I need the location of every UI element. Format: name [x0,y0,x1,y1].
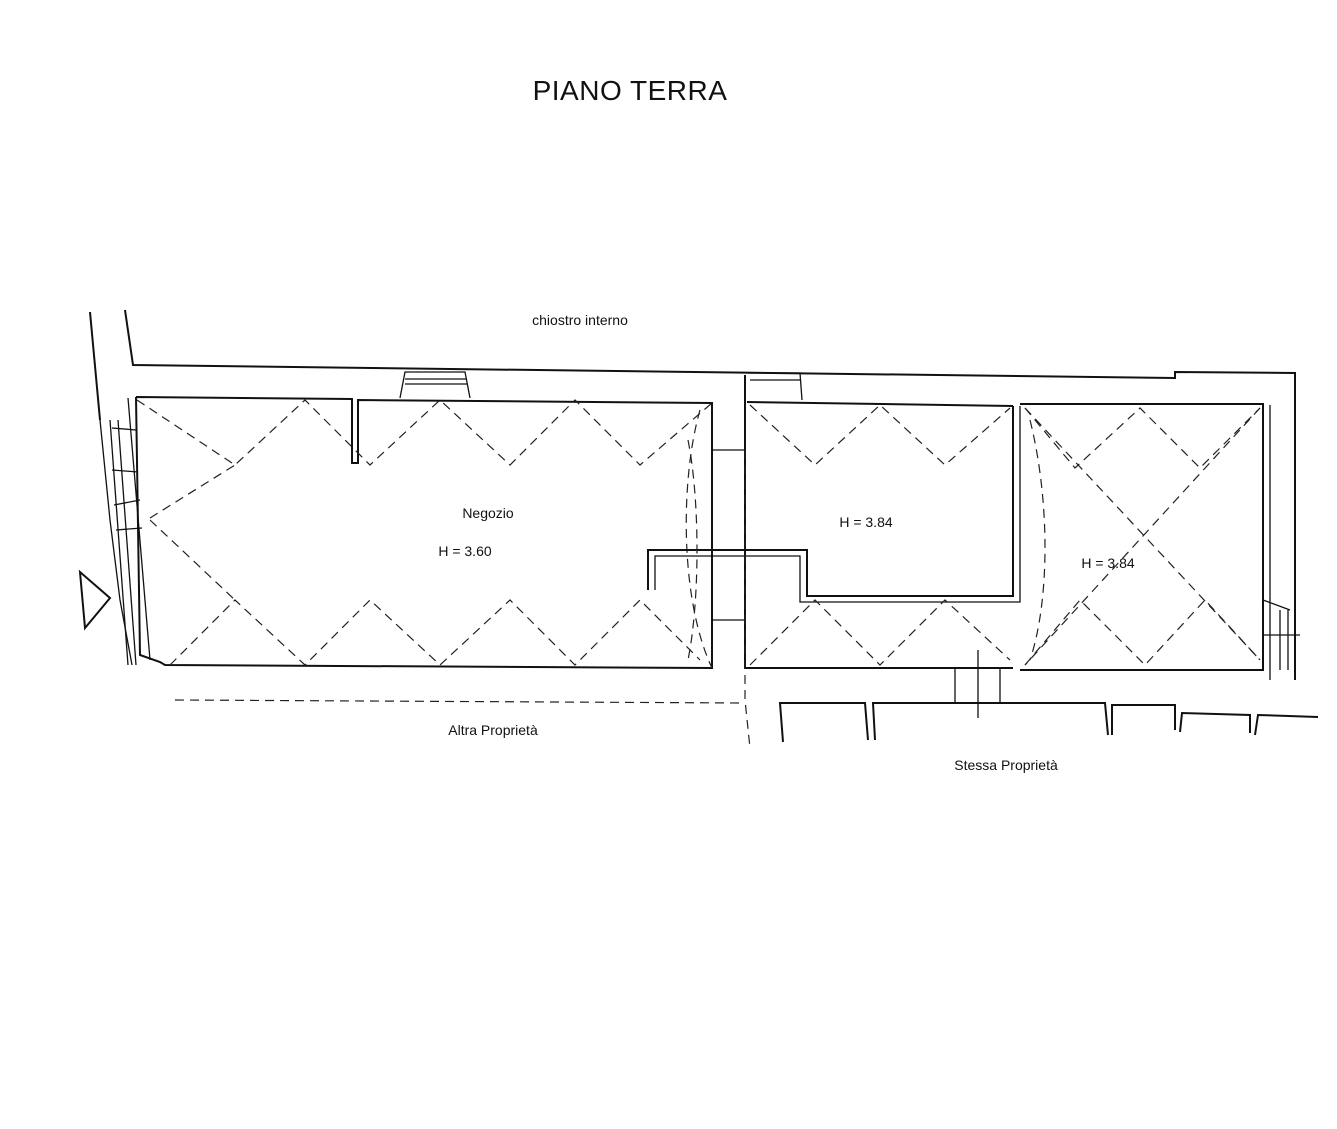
room-3 [1020,403,1300,680]
room3-height-label: H = 3.84 [1081,555,1135,571]
same-property-label: Stessa Proprietà [954,757,1058,773]
boundary-lines [174,650,1319,743]
room2-height-label: H = 3.84 [839,514,893,530]
other-property-label: Altra Proprietà [448,722,538,738]
shop-height-label: H = 3.60 [438,543,492,559]
room-2 [687,372,1014,749]
shop-name-label: Negozio [462,505,514,521]
outer-wall [89,309,1296,680]
room-negozio [135,371,1021,670]
cloister-label: chiostro interno [532,312,628,328]
plan-title: PIANO TERRA [533,75,728,106]
entrance-arrow-icon [78,569,112,631]
